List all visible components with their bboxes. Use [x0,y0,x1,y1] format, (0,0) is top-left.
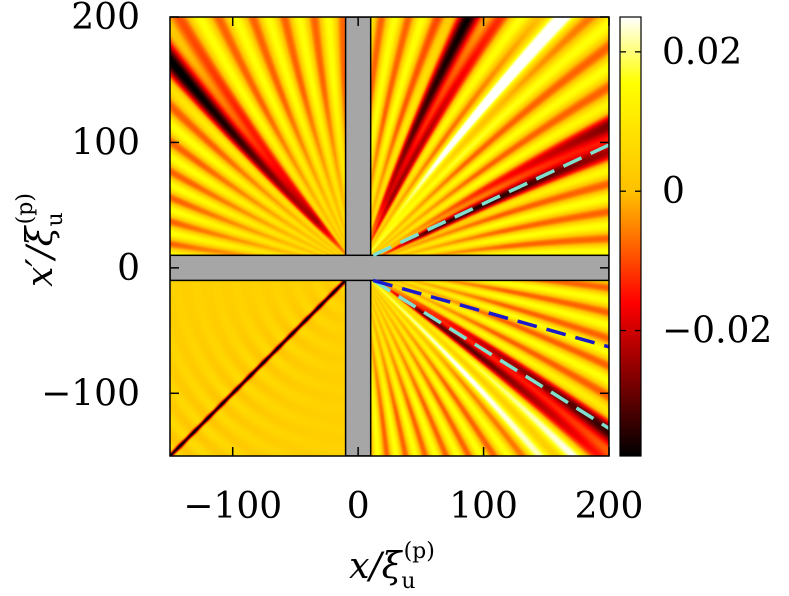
heatmap-cells [170,17,609,456]
masked-bands [170,17,609,456]
y-axis: −100 0 100 200 [41,0,609,414]
overlay-lines [372,143,609,430]
colorbar-tick-label: −0.02 [662,311,772,352]
colorbar-ticks: 0.02 0 −0.02 [620,32,772,352]
masked-band-center [346,256,370,280]
x-tick-label: 100 [449,486,518,527]
overlay-dashed-line-3 [372,278,609,349]
x-tick-label: −100 [183,486,282,527]
masked-band-horizontal [170,254,609,282]
masked-band-vertical [344,17,372,456]
colorbar: 0.02 0 −0.02 [619,16,772,457]
heatmap-plot-area [170,17,609,456]
x-axis: −100 0 100 200 [183,17,643,527]
x-tick-label: 200 [575,486,644,527]
x-tick-label: 0 [347,486,370,527]
y-tick-label: 0 [117,248,140,289]
plot-frame [169,16,610,457]
y-tick-label: 100 [71,122,140,163]
colorbar-tick-label: 0 [662,171,685,212]
y-axis-label: x′/ξu(p) [13,193,68,287]
x-axis-label: x/ξu(p) [349,539,435,594]
y-tick-label: 200 [71,0,140,38]
y-tick-label: −100 [41,373,140,414]
colorbar-tick-label: 0.02 [662,32,742,73]
overlay-dashed-line-1 [372,143,609,257]
overlay-dashed-line-2 [372,278,609,430]
colorbar-gradient [619,16,642,457]
